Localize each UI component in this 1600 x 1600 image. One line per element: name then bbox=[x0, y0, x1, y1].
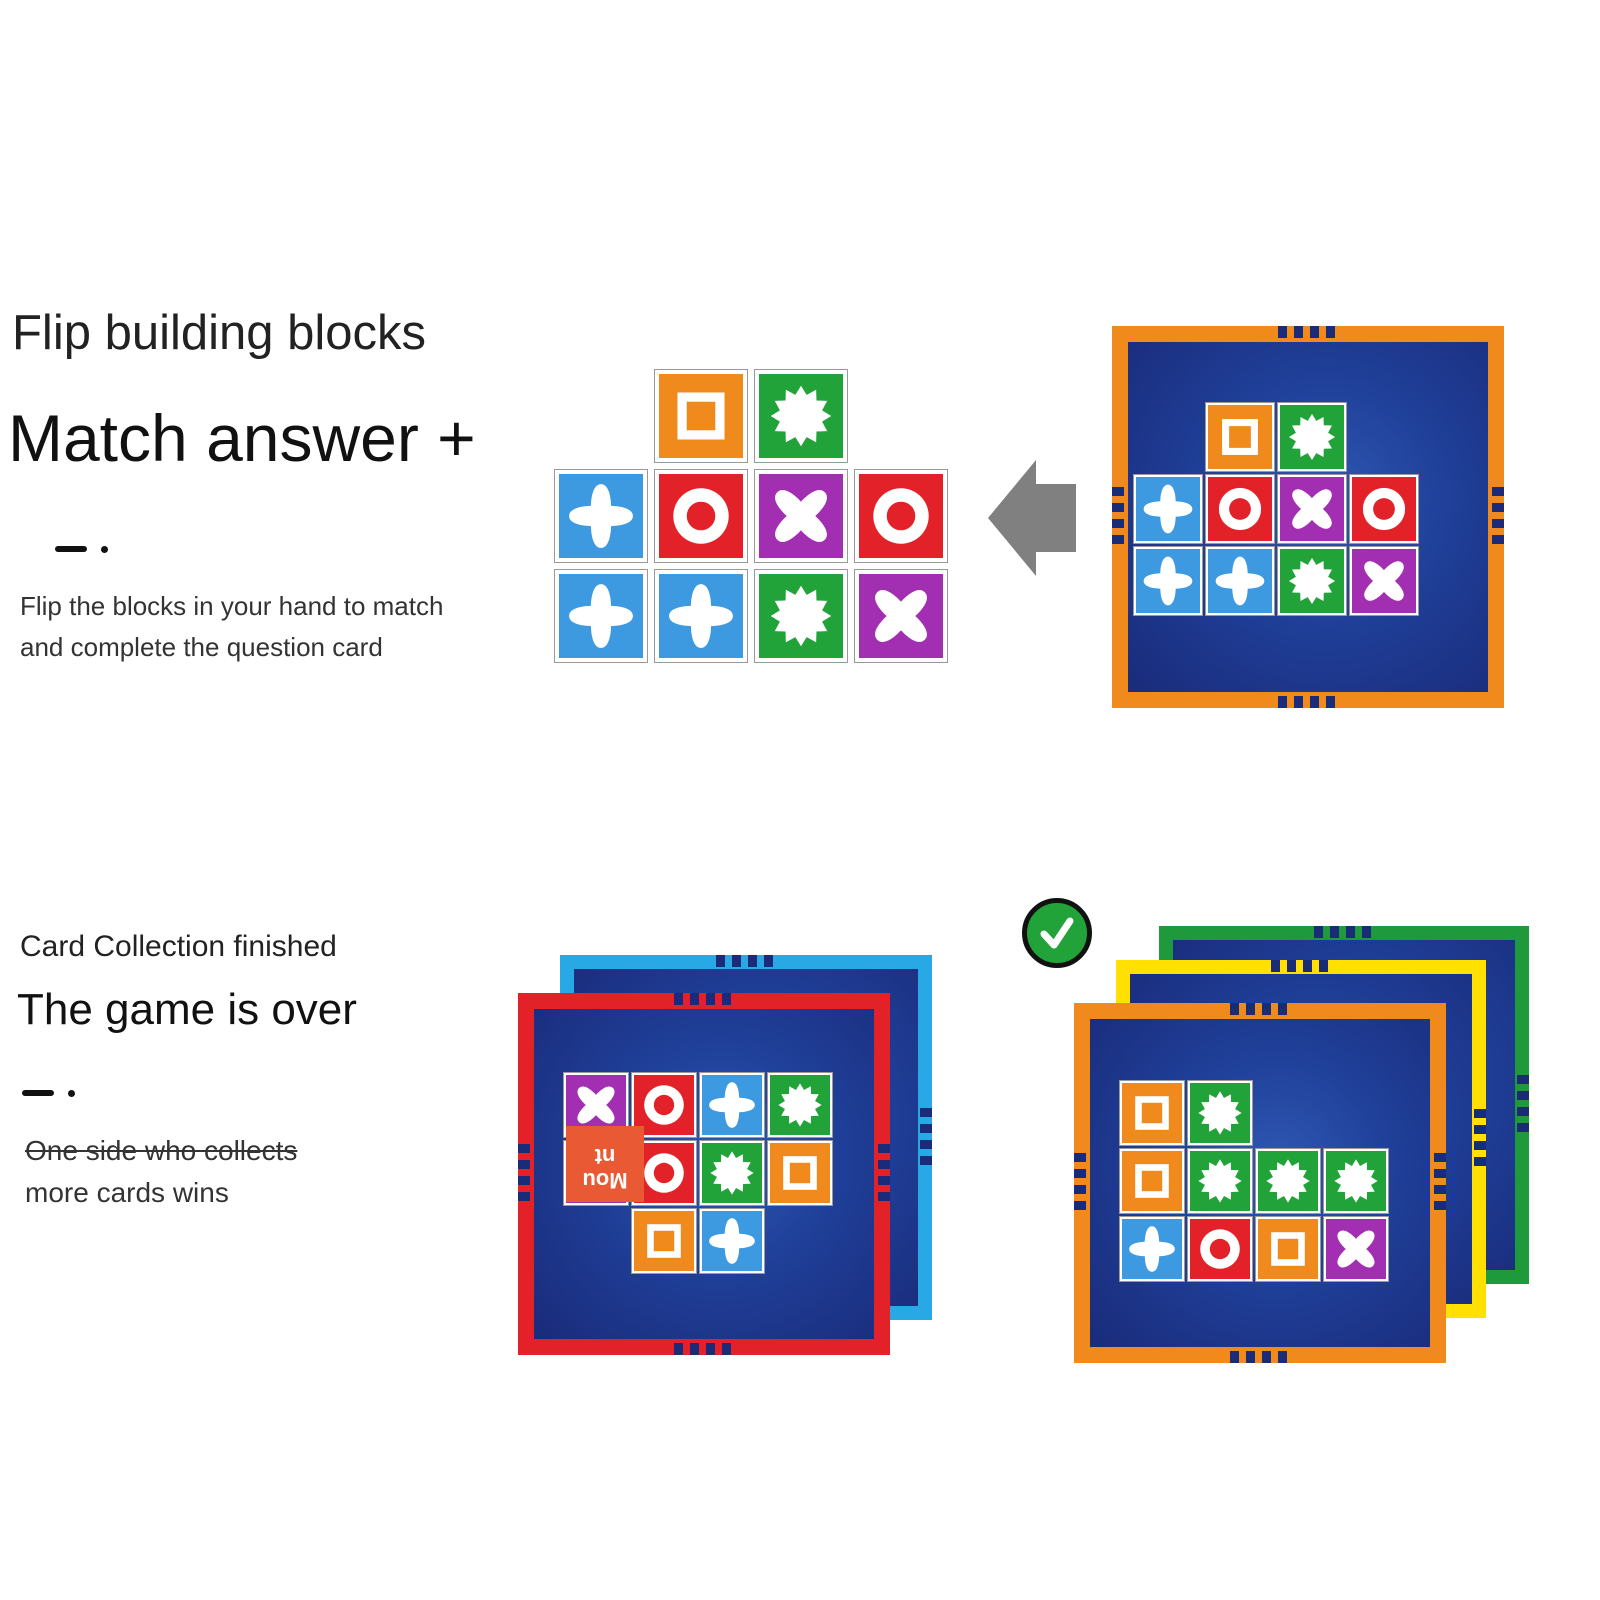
frame-notches-top bbox=[1230, 1003, 1287, 1015]
frame-notches-right bbox=[1517, 1075, 1529, 1132]
section2-title: The game is over bbox=[17, 985, 357, 1034]
section2-description-line2: more cards wins bbox=[25, 1177, 229, 1208]
section1-title: Match answer + bbox=[8, 401, 476, 475]
plus-tile[interactable] bbox=[1133, 546, 1203, 616]
circle-tile[interactable] bbox=[1205, 474, 1275, 544]
star-tile[interactable] bbox=[1277, 402, 1347, 472]
cross-tile[interactable] bbox=[754, 469, 848, 563]
star-tile[interactable] bbox=[754, 369, 848, 463]
plus-tile[interactable] bbox=[699, 1072, 765, 1138]
frame-notches-top bbox=[1314, 926, 1371, 938]
circle-tile[interactable] bbox=[1349, 474, 1419, 544]
section1-description-line1: Flip the blocks in your hand to match bbox=[20, 591, 444, 621]
frame-notches-top bbox=[1278, 326, 1335, 338]
frame-notches-right bbox=[920, 1107, 932, 1165]
frame-notches-bottom bbox=[674, 1343, 731, 1355]
section1-description-line2: and complete the question card bbox=[20, 632, 383, 662]
cross-tile[interactable] bbox=[1277, 474, 1347, 544]
sticker-line2: nt bbox=[594, 1144, 616, 1169]
frame-notches-top bbox=[716, 955, 773, 967]
star-tile[interactable] bbox=[1323, 1148, 1389, 1214]
star-tile[interactable] bbox=[754, 569, 848, 663]
frame-notches-left bbox=[518, 1144, 530, 1201]
frame-notches-right bbox=[1474, 1109, 1486, 1166]
section1-dot-mark bbox=[101, 546, 108, 553]
section1-dash-mark bbox=[55, 546, 87, 552]
square-tile[interactable] bbox=[1205, 402, 1275, 472]
circle-tile[interactable] bbox=[631, 1072, 697, 1138]
section2-dot-mark bbox=[68, 1090, 75, 1097]
frame-notches-right bbox=[878, 1144, 890, 1201]
plus-tile[interactable] bbox=[1133, 474, 1203, 544]
check-badge-icon bbox=[1022, 898, 1092, 968]
question-card[interactable] bbox=[1112, 326, 1504, 708]
square-tile[interactable] bbox=[631, 1208, 697, 1274]
price-sticker: Mou nt bbox=[566, 1126, 644, 1202]
square-tile[interactable] bbox=[1255, 1216, 1321, 1282]
section1-heading: Flip building blocks bbox=[12, 306, 426, 360]
square-tile[interactable] bbox=[767, 1140, 833, 1206]
section2-heading: Card Collection finished bbox=[20, 930, 337, 963]
collected-card-red[interactable] bbox=[518, 993, 890, 1355]
plus-tile[interactable] bbox=[554, 569, 648, 663]
circle-tile[interactable] bbox=[854, 469, 948, 563]
frame-notches-left bbox=[1074, 1153, 1086, 1210]
hand-blocks-group[interactable] bbox=[554, 369, 955, 663]
frame-notches-bottom bbox=[1230, 1351, 1287, 1363]
star-tile[interactable] bbox=[767, 1072, 833, 1138]
cross-tile[interactable] bbox=[1349, 546, 1419, 616]
plus-tile[interactable] bbox=[1205, 546, 1275, 616]
section2-dash-mark bbox=[22, 1090, 54, 1096]
star-tile[interactable] bbox=[1187, 1148, 1253, 1214]
circle-tile[interactable] bbox=[631, 1140, 697, 1206]
frame-notches-right bbox=[1492, 487, 1504, 544]
frame-notches-top bbox=[674, 993, 731, 1005]
left-arrow-icon bbox=[988, 460, 1076, 576]
cross-tile[interactable] bbox=[563, 1072, 629, 1138]
frame-notches-top bbox=[1271, 960, 1328, 972]
circle-tile[interactable] bbox=[1187, 1216, 1253, 1282]
cross-tile[interactable] bbox=[1323, 1216, 1389, 1282]
square-tile[interactable] bbox=[1119, 1148, 1185, 1214]
square-tile[interactable] bbox=[1119, 1080, 1185, 1146]
plus-tile[interactable] bbox=[1119, 1216, 1185, 1282]
collected-card-orange[interactable] bbox=[1074, 1003, 1446, 1363]
sticker-line1: Mou bbox=[582, 1168, 628, 1193]
plus-tile[interactable] bbox=[699, 1208, 765, 1274]
circle-tile[interactable] bbox=[654, 469, 748, 563]
plus-tile[interactable] bbox=[654, 569, 748, 663]
section2-description-line1: One side who collects bbox=[25, 1135, 298, 1166]
star-tile[interactable] bbox=[1187, 1080, 1253, 1146]
star-tile[interactable] bbox=[699, 1140, 765, 1206]
frame-notches-right bbox=[1434, 1153, 1446, 1210]
frame-notches-left bbox=[1112, 487, 1124, 544]
square-tile[interactable] bbox=[654, 369, 748, 463]
cross-tile[interactable] bbox=[854, 569, 948, 663]
plus-tile[interactable] bbox=[554, 469, 648, 563]
star-tile[interactable] bbox=[1255, 1148, 1321, 1214]
frame-notches-bottom bbox=[1278, 696, 1335, 708]
star-tile[interactable] bbox=[1277, 546, 1347, 616]
